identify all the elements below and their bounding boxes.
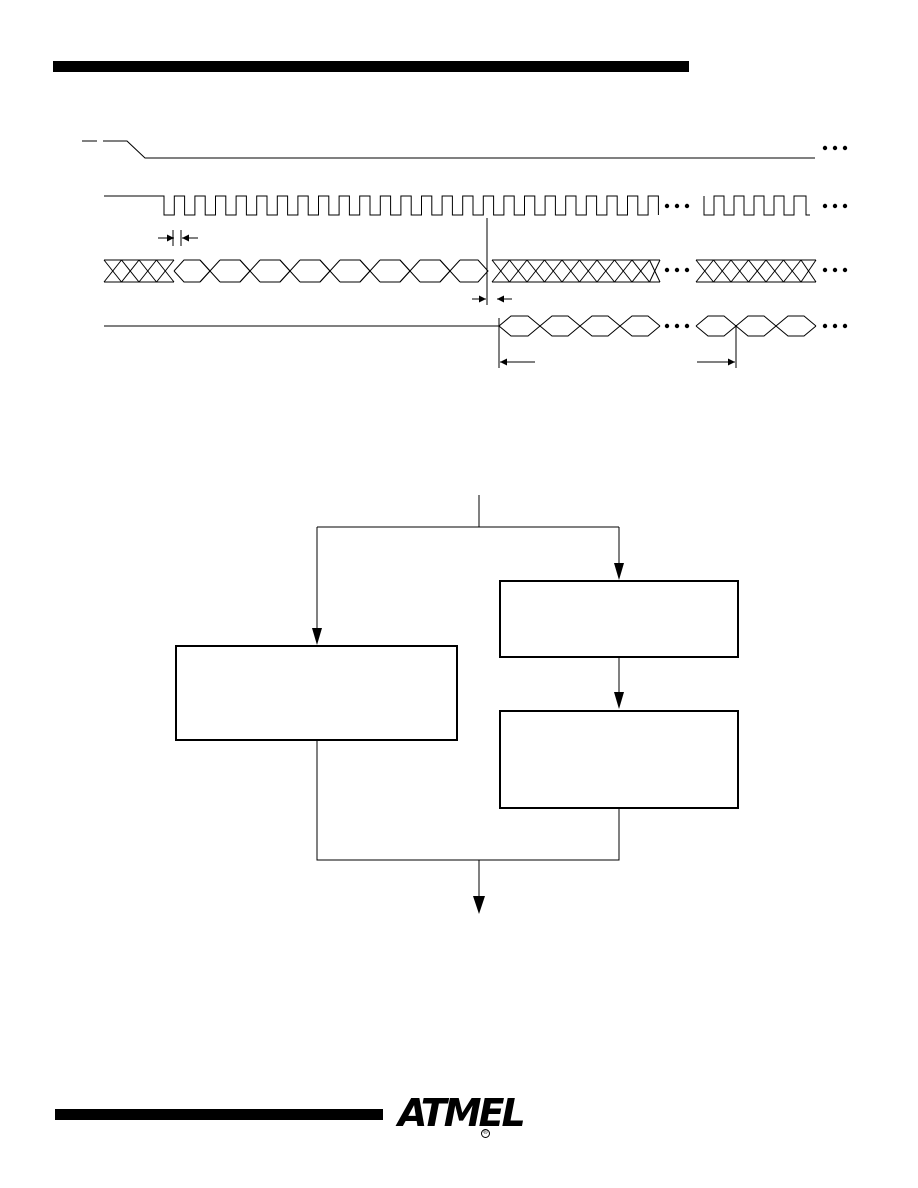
footer-rule	[55, 1109, 383, 1120]
registered-mark: ®	[481, 1129, 490, 1138]
timing-parameter-arrows	[158, 230, 735, 366]
header-rule	[53, 61, 689, 72]
clock-waveform	[104, 195, 810, 216]
flowchart-box-right-top	[499, 580, 739, 658]
atmel-logo: ATMEL ®	[394, 1090, 526, 1144]
data-in-waveform	[103, 259, 817, 283]
flowchart-box-right-bottom	[499, 710, 739, 809]
flowchart-connectors	[312, 495, 624, 914]
reset-waveform	[82, 140, 815, 159]
continuation-dots	[664, 145, 848, 329]
atmel-logo-text: ATMEL	[398, 1091, 526, 1135]
data-out-waveform	[104, 315, 817, 337]
timing-reference-lines	[486, 218, 737, 368]
timing-diagram	[82, 140, 848, 368]
flowchart-box-left	[175, 645, 458, 741]
